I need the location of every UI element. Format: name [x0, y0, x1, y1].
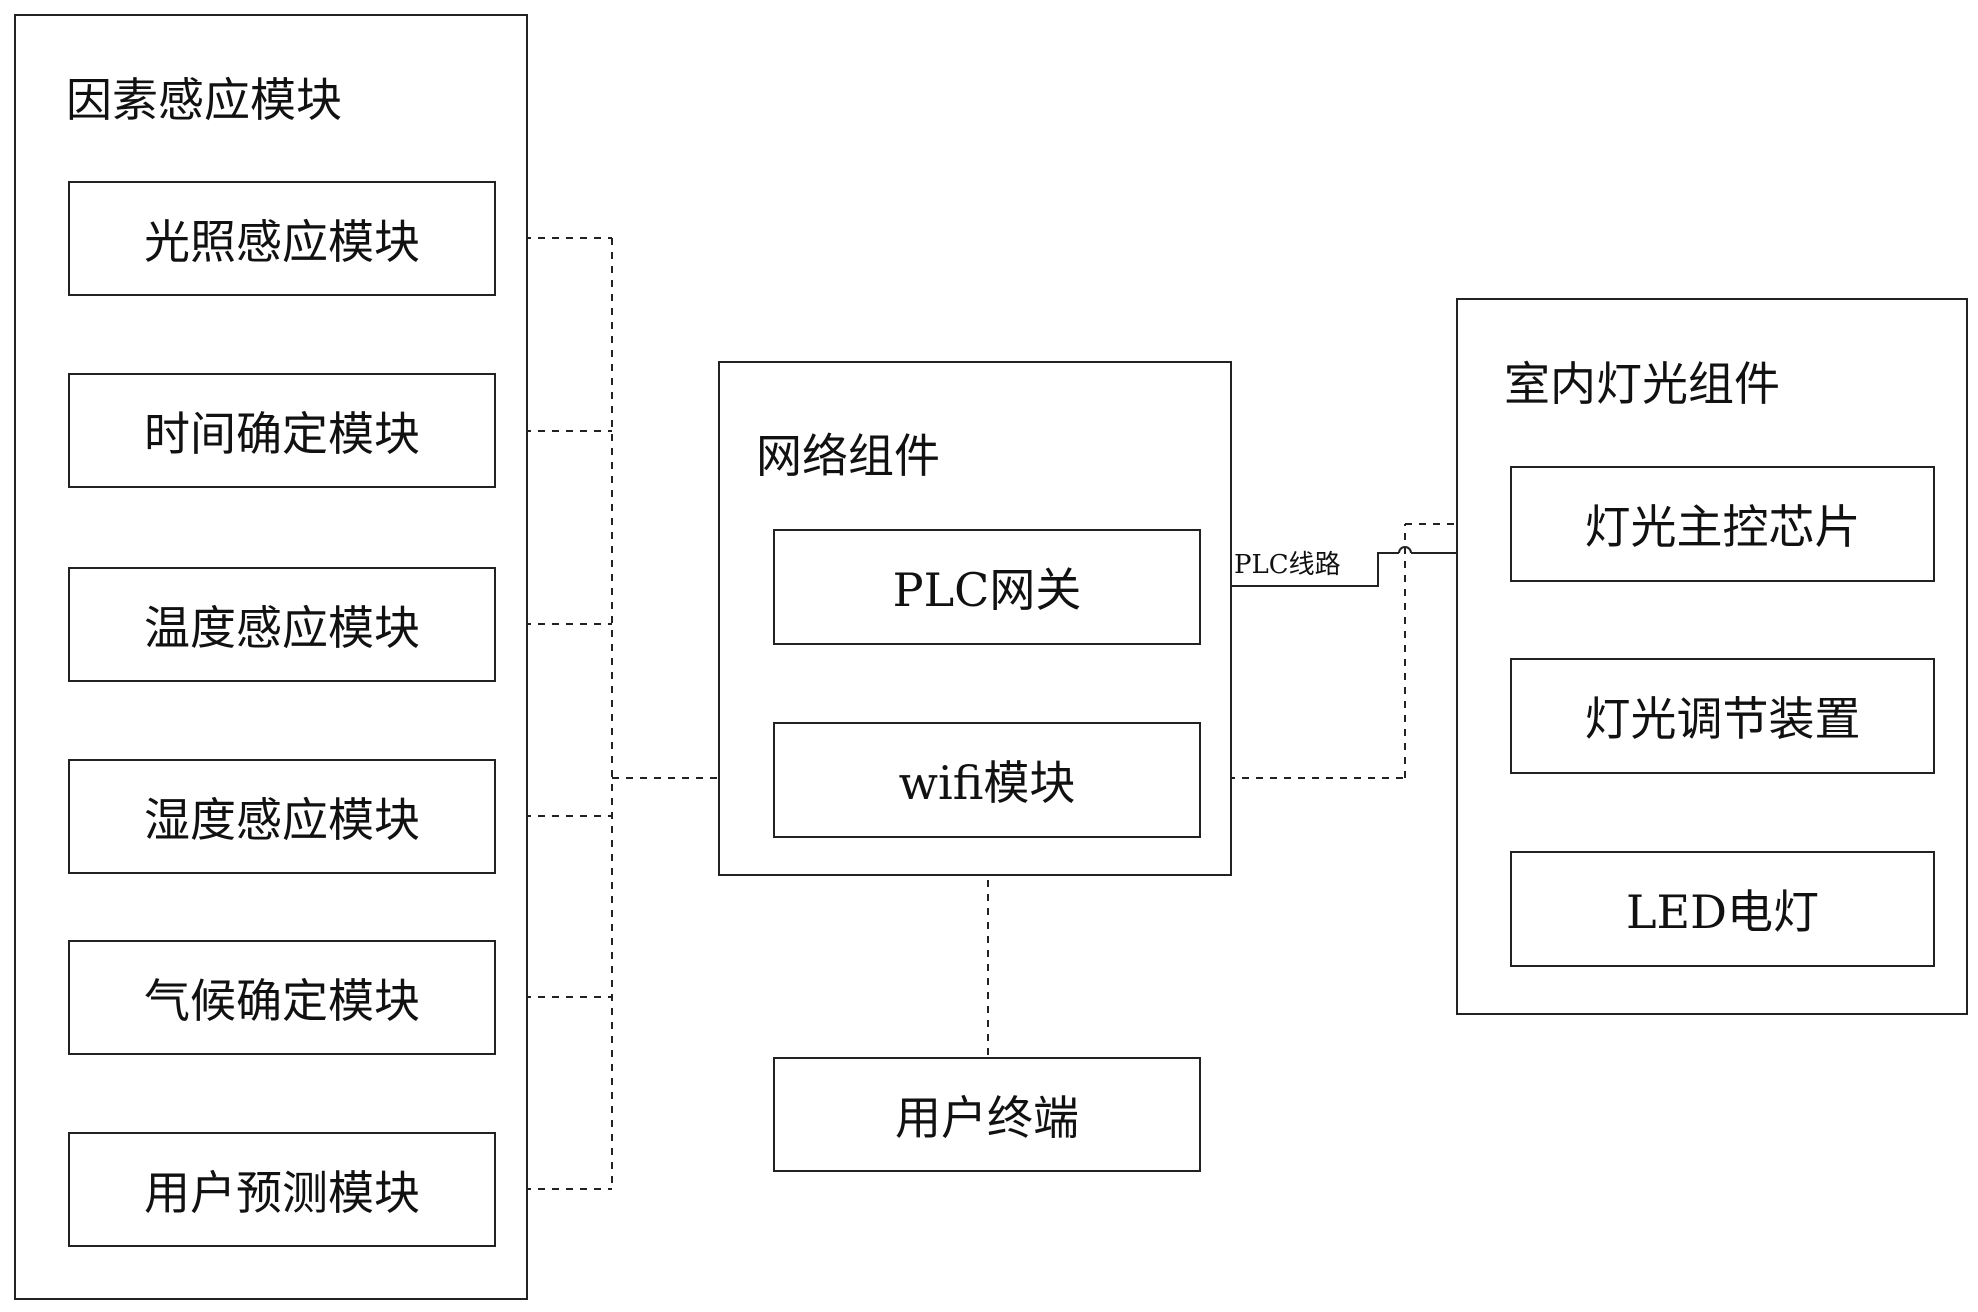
- user-prediction-module: 用户预测模块: [68, 1132, 496, 1247]
- wifi-module: wifi模块: [773, 722, 1201, 838]
- humidity-sensing-module: 湿度感应模块: [68, 759, 496, 874]
- factor-sensing-title: 因素感应模块: [66, 73, 342, 127]
- network-group-title: 网络组件: [756, 429, 940, 483]
- main-chip-label: 灯光主控芯片: [1584, 500, 1861, 554]
- module-label: 时间确定模块: [144, 406, 420, 461]
- led-lamp: LED电灯: [1510, 851, 1935, 967]
- module-label: 气候确定模块: [144, 973, 420, 1028]
- module-label: 光照感应模块: [144, 214, 420, 269]
- plc-gateway: PLC网关: [773, 529, 1201, 645]
- adjuster-label: 灯光调节装置: [1584, 692, 1861, 746]
- module-label: 温度感应模块: [144, 600, 420, 655]
- time-determination-module: 时间确定模块: [68, 373, 496, 488]
- user-terminal: 用户终端: [773, 1057, 1201, 1172]
- plc-line-label: PLC线路: [1234, 550, 1341, 580]
- led-label: LED电灯: [1625, 885, 1819, 939]
- climate-determination-module: 气候确定模块: [68, 940, 496, 1055]
- user-terminal-label: 用户终端: [895, 1090, 1079, 1145]
- module-label: 用户预测模块: [144, 1165, 420, 1220]
- wifi-module-label: wifi模块: [898, 756, 1076, 810]
- module-label: 湿度感应模块: [144, 792, 420, 847]
- plc-gateway-label: PLC网关: [892, 563, 1082, 617]
- indoor-lighting-title: 室内灯光组件: [1504, 357, 1780, 411]
- temperature-sensing-module: 温度感应模块: [68, 567, 496, 682]
- lighting-adjuster: 灯光调节装置: [1510, 658, 1935, 774]
- lighting-main-chip: 灯光主控芯片: [1510, 466, 1935, 582]
- light-sensing-module: 光照感应模块: [68, 181, 496, 296]
